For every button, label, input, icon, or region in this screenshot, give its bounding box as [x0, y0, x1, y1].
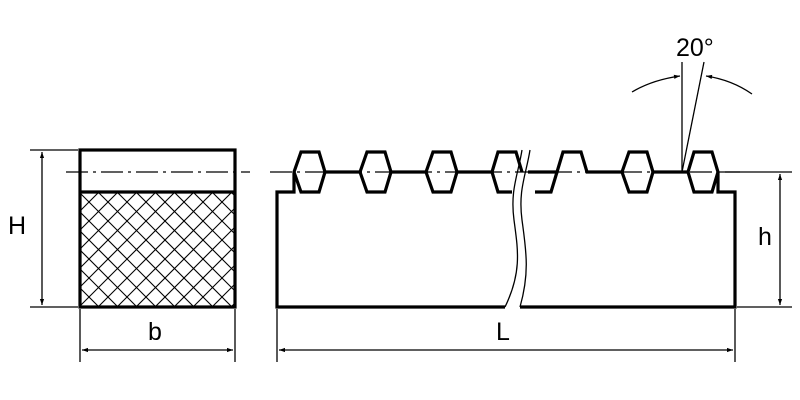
- label-H: H: [8, 212, 26, 240]
- hatch-line: [230, 192, 235, 197]
- section-outline: [78, 148, 237, 309]
- angle-arrow: [631, 74, 681, 93]
- angle-flank-line: [681, 61, 705, 173]
- dimension-H: H: [8, 149, 78, 308]
- hatch-line: [345, 192, 460, 307]
- hatch-line: [250, 192, 365, 307]
- break-line: [504, 149, 523, 308]
- hatch-line: [80, 306, 81, 307]
- hatch-line: [307, 192, 422, 307]
- hatch-line: [288, 192, 403, 307]
- section-hatching: [80, 192, 460, 307]
- dimension-h: h: [720, 171, 792, 308]
- hatch-line: [326, 192, 441, 307]
- hatch-line: [211, 192, 235, 216]
- hatch-line: [80, 192, 100, 212]
- hatch-line: [80, 192, 81, 193]
- hatch-line: [230, 302, 235, 307]
- hatch-line: [307, 192, 422, 307]
- rack-tooth-spaces: [292, 171, 720, 194]
- label-b: b: [148, 318, 162, 346]
- angle-arrow: [705, 74, 753, 95]
- hatch-line: [154, 192, 235, 273]
- hatch-line: [269, 192, 384, 307]
- rack-left-segment: [275, 150, 524, 309]
- label-L: L: [496, 318, 510, 346]
- hatch-line: [192, 264, 235, 307]
- rack-cross-section: [66, 148, 460, 309]
- hatch-line: [211, 283, 235, 307]
- rack-side-view: [270, 149, 740, 309]
- hatch-line: [345, 192, 460, 307]
- hatch-line: [192, 192, 235, 235]
- hatch-line: [288, 192, 403, 307]
- hatch-line: [173, 192, 235, 254]
- hatch-line: [80, 287, 100, 307]
- rack-right-segment: [520, 150, 737, 309]
- dimension-pressure-angle: 20°: [631, 34, 753, 173]
- label-20-degree: 20°: [676, 34, 714, 62]
- hatch-line: [250, 192, 365, 307]
- hatch-line: [326, 192, 441, 307]
- dimension-b: b: [79, 309, 236, 362]
- label-h: h: [758, 223, 772, 251]
- hatch-line: [269, 192, 384, 307]
- dimension-L: L: [276, 309, 736, 362]
